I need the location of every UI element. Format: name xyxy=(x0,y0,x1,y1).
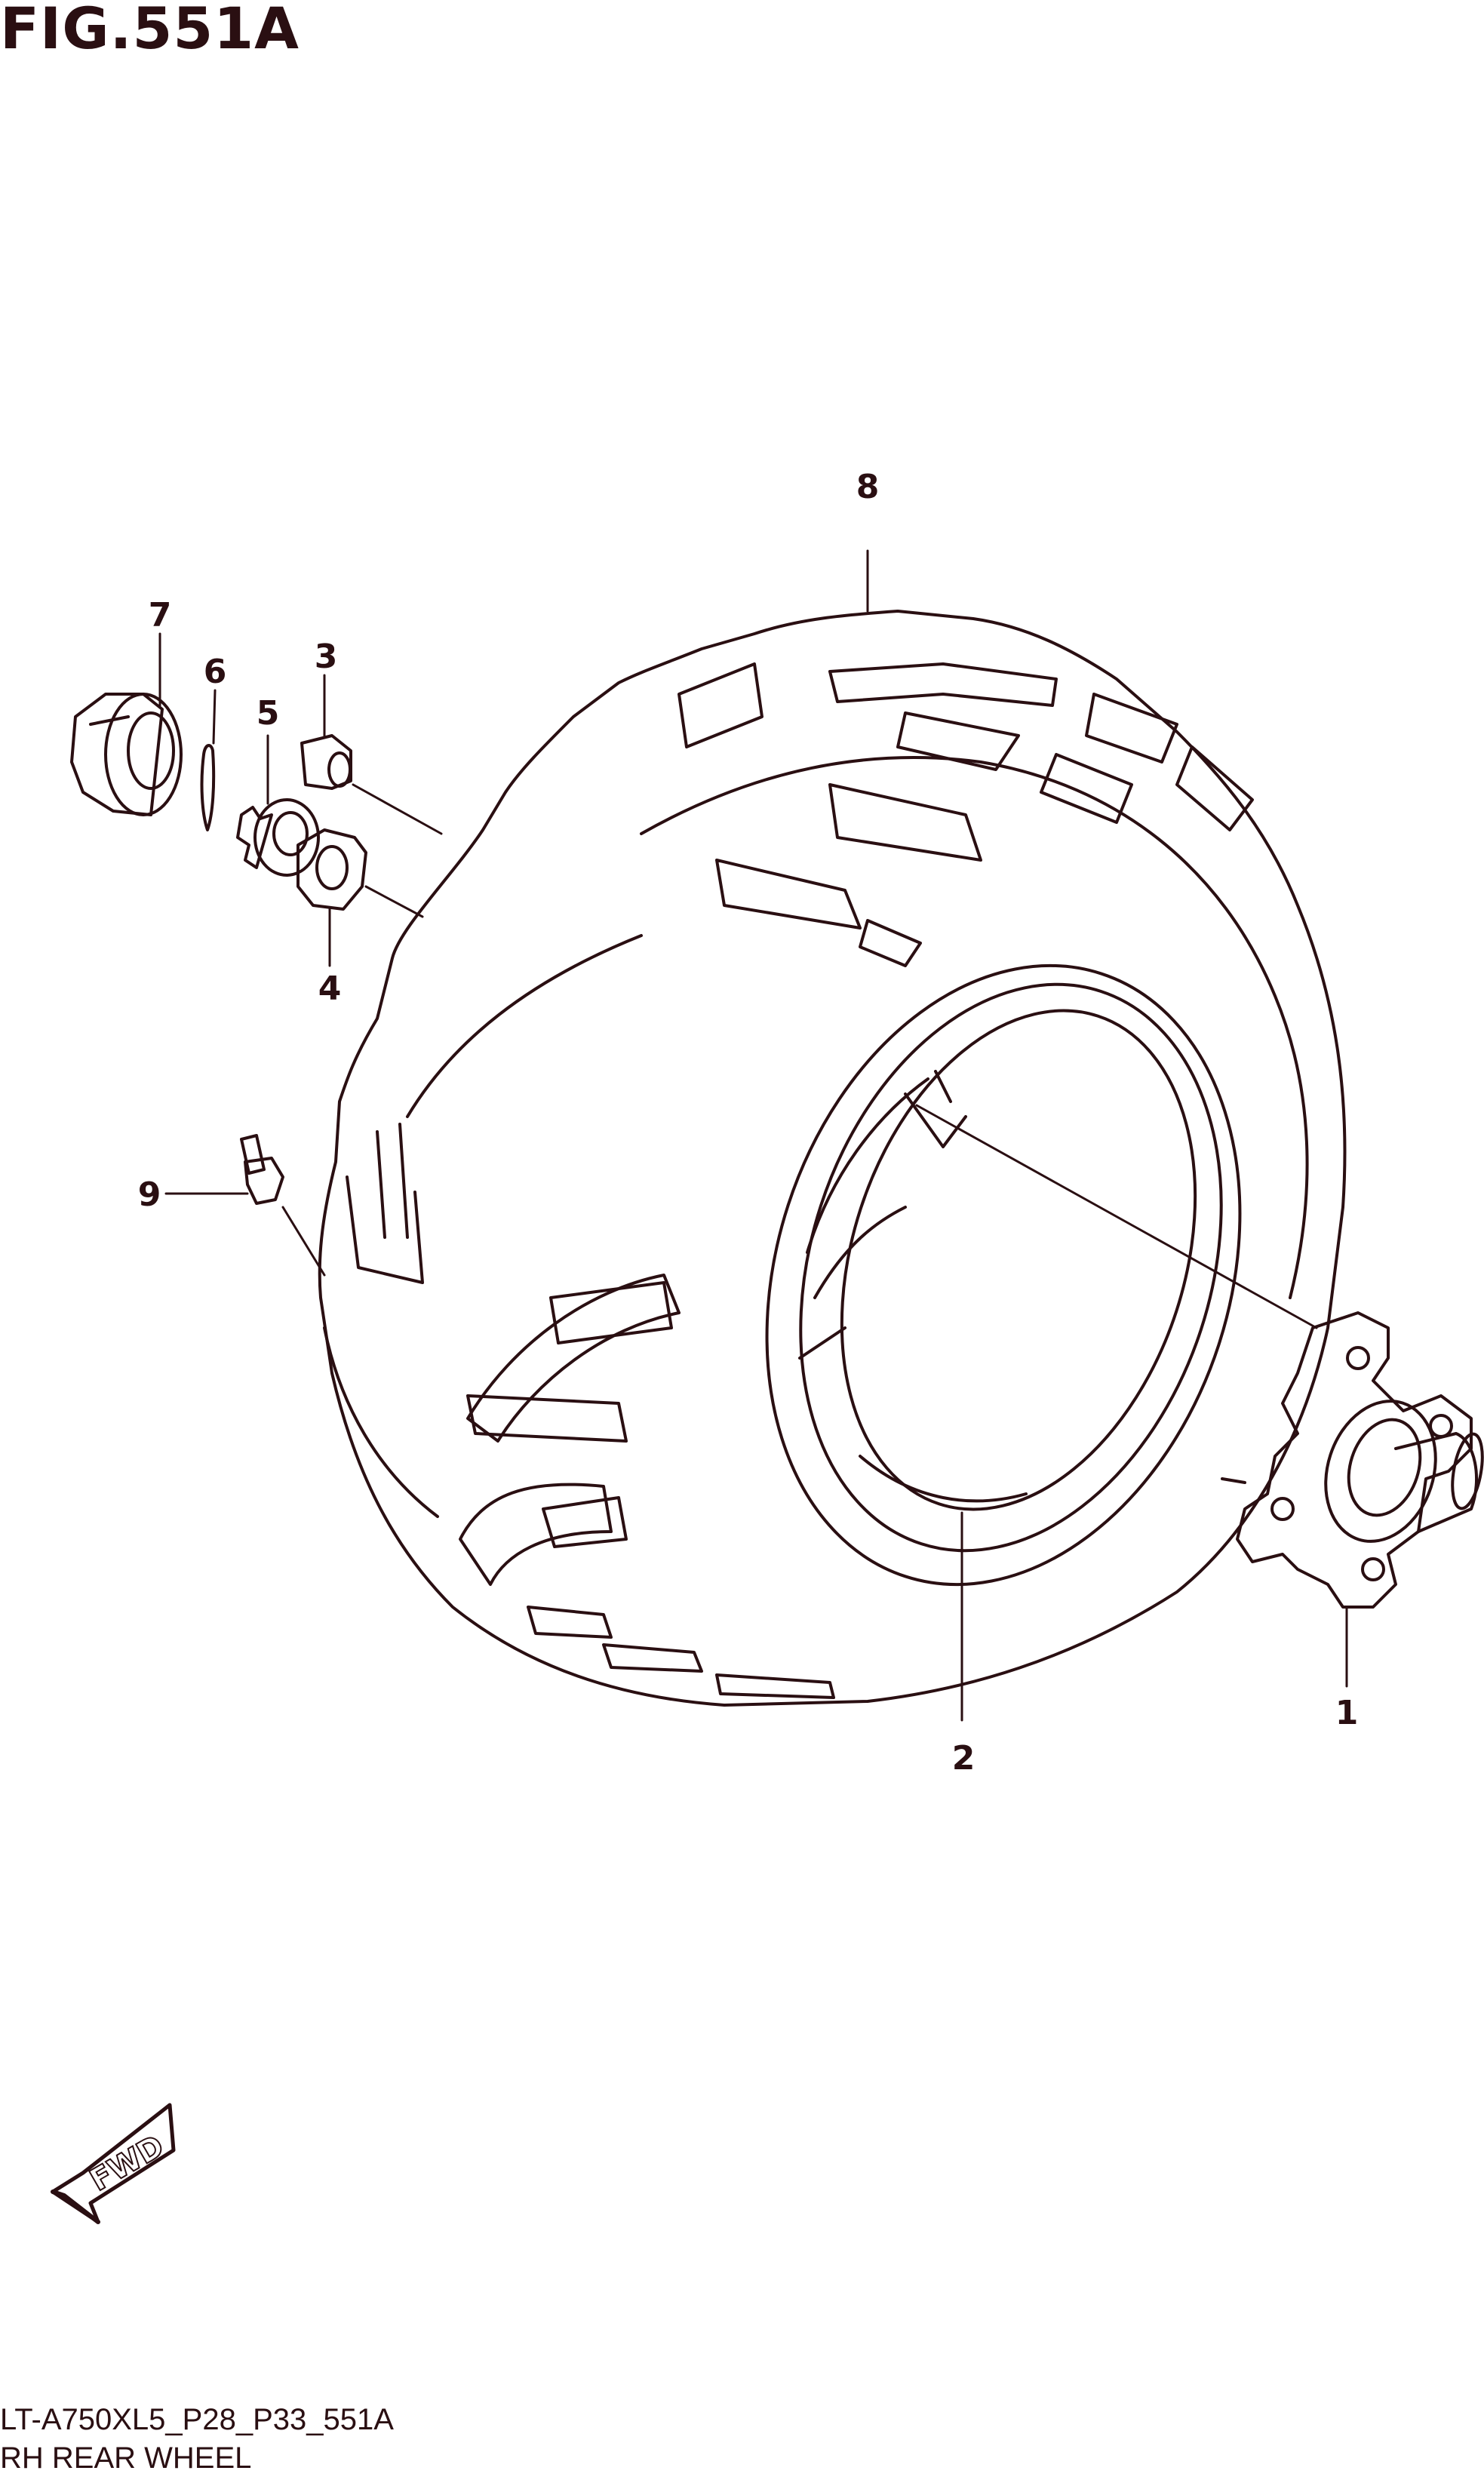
hub-cap-icon xyxy=(70,693,183,816)
nut-icon xyxy=(300,734,352,790)
figure-code: LT-A750XL5_P28_P33_551A xyxy=(0,2403,394,2436)
callout-9: 9 xyxy=(138,1175,161,1214)
callout-8: 8 xyxy=(856,468,880,506)
leader-lines xyxy=(158,549,1348,1722)
callout-6: 6 xyxy=(204,653,227,691)
callout-4: 4 xyxy=(318,970,342,1008)
callout-7: 7 xyxy=(149,596,172,635)
castle-nut-icon xyxy=(236,798,320,877)
hub-icon xyxy=(1221,1311,1484,1609)
figure-name: RH REAR WHEEL xyxy=(0,2441,252,2475)
valve-icon xyxy=(240,1134,284,1205)
cotter-pin-icon xyxy=(200,744,216,831)
washer-icon xyxy=(296,828,367,911)
forward-arrow-icon xyxy=(51,2103,176,2224)
figure-title: FIG.551A xyxy=(0,0,300,62)
callout-1: 1 xyxy=(1335,1694,1359,1732)
callout-2: 2 xyxy=(952,1739,976,1778)
callout-5: 5 xyxy=(257,694,280,733)
tire-icon xyxy=(318,610,1347,1707)
wheel-rim-icon xyxy=(765,963,1242,1587)
callout-3: 3 xyxy=(315,638,338,676)
